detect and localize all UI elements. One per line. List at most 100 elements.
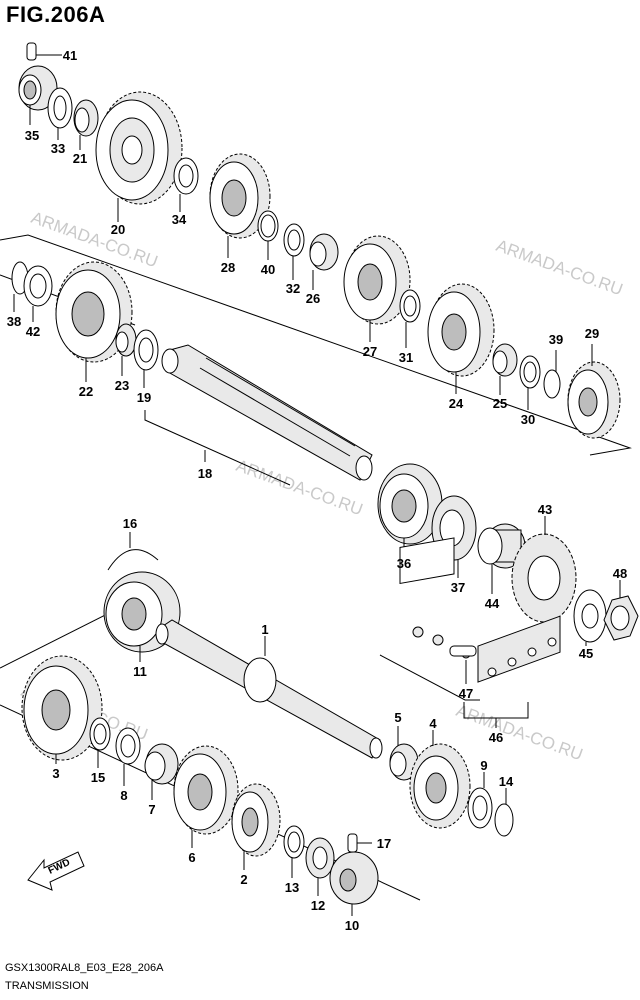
part-label: 47: [459, 686, 473, 701]
part-44-spacer: [477, 523, 526, 594]
part-label: 23: [115, 378, 129, 393]
part-label: 29: [585, 326, 599, 341]
part-label: 45: [579, 646, 593, 661]
part-7-bearing: [144, 743, 179, 800]
part-31-washer: [399, 289, 421, 348]
part-label: 33: [51, 141, 65, 156]
part-label: 7: [148, 802, 155, 817]
part-8-washer: [115, 727, 141, 786]
part-label: 36: [397, 556, 411, 571]
part-label: 5: [394, 710, 401, 725]
part-label: 25: [493, 396, 507, 411]
part-26-bearing: [309, 233, 339, 290]
part-22-gear: [55, 261, 133, 382]
group-outline-upper: [0, 234, 632, 456]
part-13-washer: [283, 825, 305, 878]
part-35-collar: [18, 65, 58, 125]
part-36-bearing: [377, 463, 443, 554]
part-21-bushing: [73, 99, 99, 150]
part-4-gear: [409, 730, 471, 829]
part-18-countershaft: [144, 344, 373, 486]
part-label: 38: [7, 314, 21, 329]
part-label: 16: [123, 516, 137, 531]
part-label: 11: [133, 664, 147, 679]
part-30-washer: [519, 355, 541, 410]
part-48-nut: [603, 580, 639, 641]
part-47-chain-joint: [399, 537, 477, 684]
part-label: 40: [261, 262, 275, 277]
part-17-pin: [347, 833, 372, 853]
part-3-gear: [21, 655, 103, 764]
part-41-pin: [26, 42, 62, 61]
part-label: 4: [429, 716, 437, 731]
part-label: 19: [137, 390, 151, 405]
part-12-washer: [305, 837, 335, 896]
part-19-washer: [133, 329, 159, 388]
part-label: 12: [311, 898, 325, 913]
diagram-code: GSX1300RAL8_E03_E28_206A: [5, 962, 164, 974]
part-label: 35: [25, 128, 39, 143]
part-39-circlip: [543, 350, 561, 399]
part-label: 6: [188, 850, 195, 865]
part-34-washer: [173, 157, 199, 212]
watermark: ARMADA-CO.RU: [454, 701, 586, 764]
part-40-circlip: [257, 210, 279, 260]
part-5-bushing: [389, 726, 419, 781]
part-32-washer: [283, 223, 305, 280]
watermark: ARMADA-CO.RU: [494, 236, 626, 299]
part-label: 17: [377, 836, 391, 851]
part-45-washer: [573, 589, 607, 646]
part-2-gear: [231, 783, 281, 870]
part-16-circlip: [107, 532, 159, 571]
part-label: 20: [111, 222, 125, 237]
part-43-sprocket: [511, 516, 577, 623]
part-label: 13: [285, 880, 299, 895]
part-label: 27: [363, 344, 377, 359]
part-label: 32: [286, 281, 300, 296]
part-11-bearing: [103, 571, 181, 662]
part-label: 8: [120, 788, 127, 803]
part-15-washer: [89, 717, 111, 768]
watermark: ARMADA-CO.RU: [29, 208, 161, 271]
part-28-gear: [209, 153, 271, 258]
group-outline-lower: [379, 654, 480, 701]
forward-arrow-icon: FWD: [27, 851, 85, 891]
part-label: 22: [79, 384, 93, 399]
part-label: 21: [73, 151, 87, 166]
part-number-labels: 41 35 33 21 20 3 4 28 40 32 2 6 27 31 24 2…: [7, 48, 627, 933]
part-label: 9: [480, 758, 487, 773]
part-label: 31: [399, 350, 413, 365]
part-25-bearing: [492, 343, 518, 395]
part-46-drive-chain: [463, 615, 561, 728]
part-label: 30: [521, 412, 535, 427]
part-label: 46: [489, 730, 503, 745]
part-label: 37: [451, 580, 465, 595]
part-label: 42: [26, 324, 40, 339]
part-label: 24: [449, 396, 464, 411]
part-label: 43: [538, 502, 552, 517]
part-label: 18: [198, 466, 212, 481]
part-label: 10: [345, 918, 359, 933]
part-label: 3: [52, 766, 59, 781]
part-23-bushing: [115, 323, 137, 376]
part-label: 15: [91, 770, 105, 785]
part-label: 1: [261, 622, 268, 637]
part-42-washer: [23, 265, 53, 322]
part-label: 28: [221, 260, 235, 275]
figure-title: FIG.206A: [6, 2, 106, 27]
part-label: 48: [613, 566, 627, 581]
part-label: 14: [499, 774, 514, 789]
part-label: 44: [485, 596, 500, 611]
part-33-washer: [47, 87, 73, 140]
part-20-gear: [95, 91, 183, 222]
part-label: 41: [63, 48, 77, 63]
part-10-collar: [329, 851, 379, 916]
part-9-washer: [467, 772, 493, 829]
part-1-driveshaft: [155, 619, 383, 759]
part-24-gear: [427, 283, 495, 394]
part-label: 2: [240, 872, 247, 887]
part-27-gear: [343, 235, 411, 342]
part-6-gear: [173, 745, 239, 848]
